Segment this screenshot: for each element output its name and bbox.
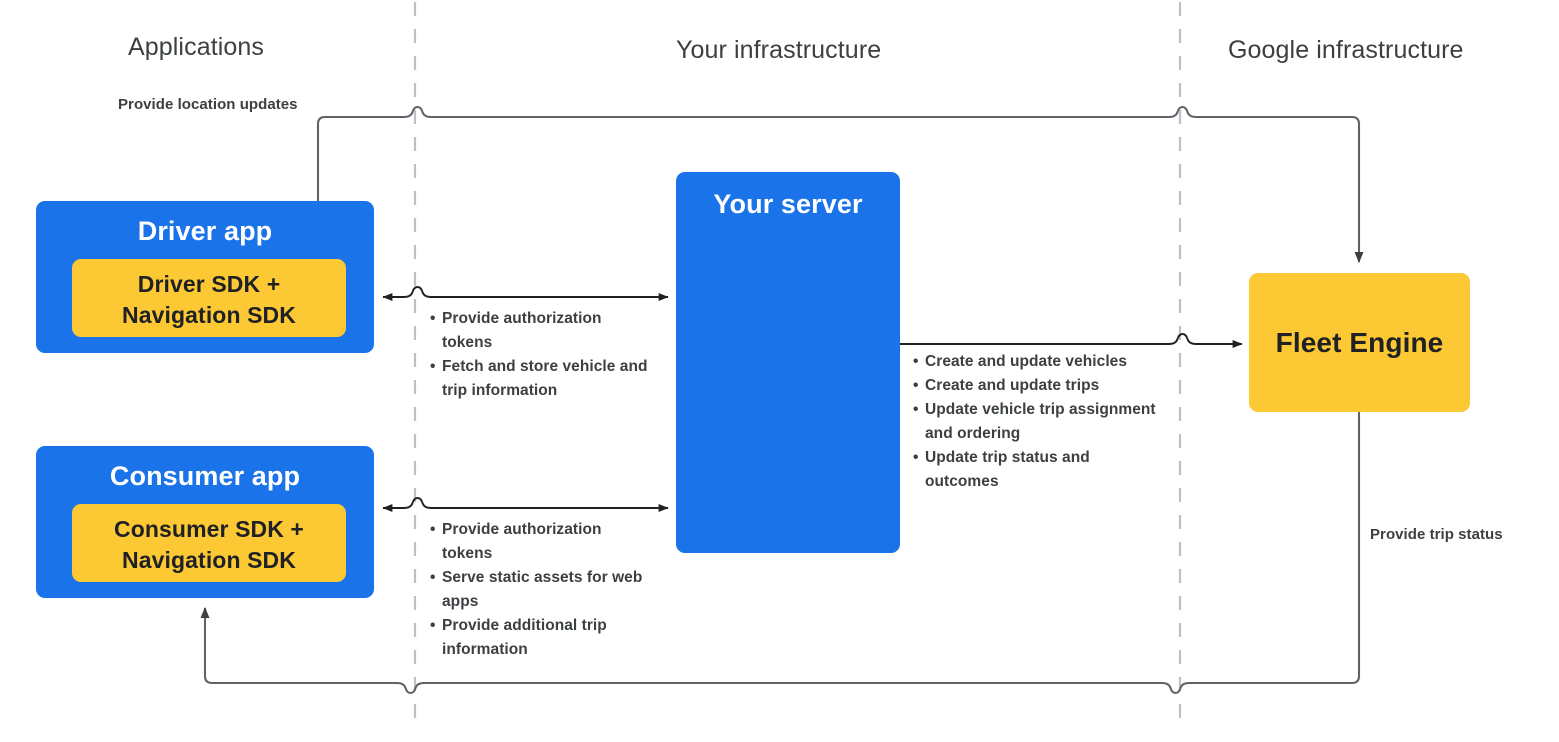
list-item: Serve static assets for web apps bbox=[430, 566, 650, 614]
node-your-server[interactable]: Your server bbox=[676, 172, 900, 553]
driver-sdk-line1: Driver SDK + bbox=[137, 271, 281, 297]
list-item: Create and update trips bbox=[913, 374, 1158, 398]
fleet-engine-title: Fleet Engine bbox=[1275, 327, 1444, 358]
consumer-app-title: Consumer app bbox=[109, 461, 301, 491]
node-consumer-sdk[interactable]: Consumer SDK + Navigation SDK bbox=[72, 504, 346, 582]
edge-server-fleet bbox=[900, 333, 1243, 348]
node-driver-app[interactable]: Driver app Driver SDK + Navigation SDK bbox=[36, 201, 374, 353]
label-provide-trip-status: Provide trip status bbox=[1370, 526, 1503, 543]
list-driver-server: Provide authorization tokens Fetch and s… bbox=[430, 307, 655, 403]
list-item: Create and update vehicles bbox=[913, 350, 1158, 374]
list-item: Provide authorization tokens bbox=[430, 518, 650, 566]
list-item: Provide additional trip information bbox=[430, 614, 650, 662]
zone-title-your-infrastructure: Your infrastructure bbox=[676, 36, 882, 64]
list-item: Update trip status and outcomes bbox=[913, 446, 1158, 494]
node-fleet-engine[interactable]: Fleet Engine bbox=[1249, 273, 1470, 412]
list-server-fleet: Create and update vehicles Create and up… bbox=[913, 350, 1158, 494]
consumer-sdk-line2: Navigation SDK bbox=[122, 547, 296, 573]
list-item: Fetch and store vehicle and trip informa… bbox=[430, 355, 655, 403]
zone-title-google-infrastructure: Google infrastructure bbox=[1228, 36, 1464, 64]
driver-sdk-line2: Navigation SDK bbox=[122, 302, 296, 328]
node-driver-sdk[interactable]: Driver SDK + Navigation SDK bbox=[72, 259, 346, 337]
edge-driver-server bbox=[382, 286, 669, 301]
driver-app-title: Driver app bbox=[137, 216, 273, 246]
list-consumer-server: Provide authorization tokens Serve stati… bbox=[430, 518, 650, 662]
your-server-title: Your server bbox=[713, 189, 863, 219]
list-item: Provide authorization tokens bbox=[430, 307, 655, 355]
edge-consumer-server bbox=[382, 497, 669, 512]
zone-title-applications: Applications bbox=[128, 33, 265, 61]
label-provide-location-updates: Provide location updates bbox=[118, 96, 298, 113]
list-item: Update vehicle trip assignment and order… bbox=[913, 398, 1158, 446]
consumer-sdk-line1: Consumer SDK + bbox=[114, 516, 304, 542]
node-consumer-app[interactable]: Consumer app Consumer SDK + Navigation S… bbox=[36, 446, 374, 598]
